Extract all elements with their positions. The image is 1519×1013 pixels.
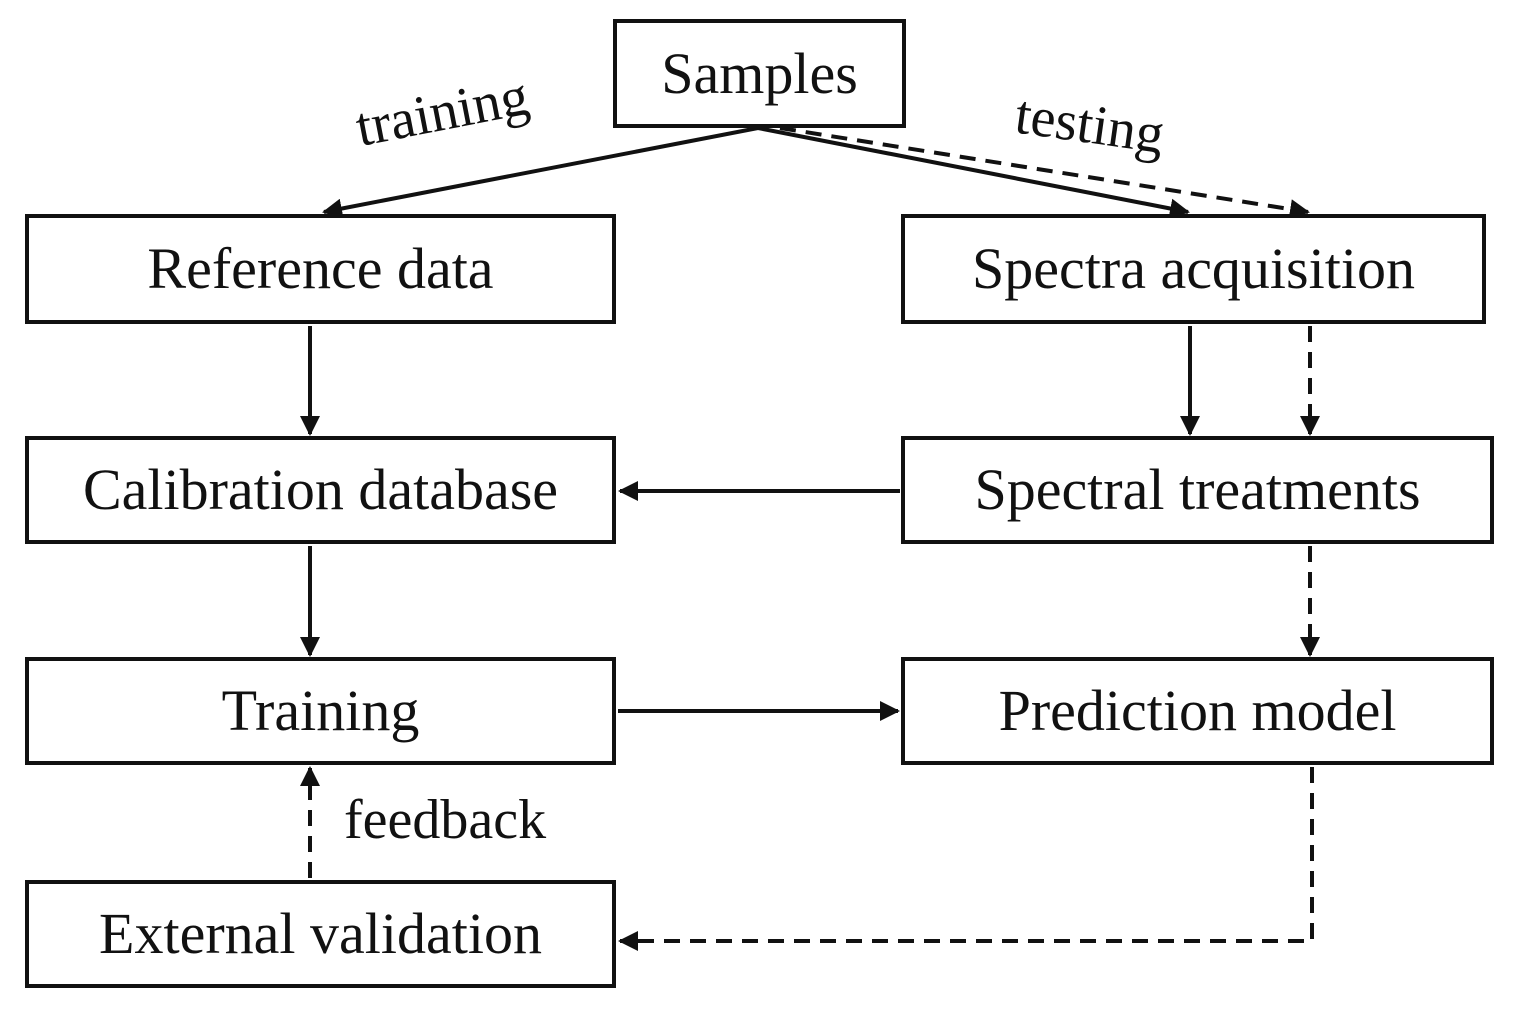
node-prediction-model: Prediction model <box>901 657 1494 765</box>
arrow-samples-to-reference <box>322 126 759 219</box>
node-spectral-treatments-label: Spectral treatments <box>974 457 1421 522</box>
arrow-samples-to-spectra-solid <box>757 126 1190 219</box>
node-external-validation-label: External validation <box>99 901 542 966</box>
node-samples-label: Samples <box>661 40 858 106</box>
node-calibration-database-label: Calibration database <box>82 457 559 522</box>
edge-label-feedback: feedback <box>344 789 547 851</box>
arrow-prediction-to-validation <box>618 767 1314 951</box>
node-reference-data: Reference data <box>25 214 616 324</box>
node-spectra-acquisition: Spectra acquisition <box>901 214 1486 324</box>
node-reference-data-label: Reference data <box>147 236 494 301</box>
node-prediction-model-label: Prediction model <box>998 678 1397 743</box>
node-calibration-database: Calibration database <box>25 436 616 544</box>
node-samples: Samples <box>613 19 906 128</box>
node-spectra-acquisition-label: Spectra acquisition <box>972 236 1415 301</box>
node-training: Training <box>25 657 616 765</box>
node-training-label: Training <box>221 678 420 743</box>
node-external-validation: External validation <box>25 880 616 988</box>
node-spectral-treatments: Spectral treatments <box>901 436 1494 544</box>
arrow-samples-to-spectra-dashed <box>779 126 1310 220</box>
